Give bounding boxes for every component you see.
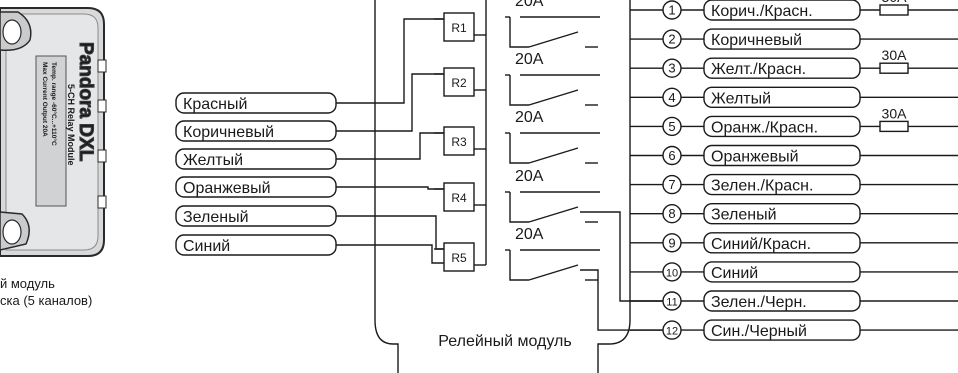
caption-line-1: й модуль	[0, 276, 55, 291]
contact-rating: 20A	[515, 168, 544, 185]
output-pin-number: 6	[668, 148, 675, 163]
relay-r5	[443, 242, 475, 272]
switch-blade	[528, 147, 579, 164]
output-pin-number: 10	[666, 267, 678, 279]
relay-r2	[443, 67, 475, 97]
output-label: Зелен./Черн.	[711, 294, 807, 311]
output-pin-number: 12	[666, 326, 678, 338]
contact-rating: 20A	[515, 226, 544, 243]
device-brand: Pandora DXL	[75, 42, 96, 162]
fuse-rating: 30A	[882, 47, 908, 63]
contact-rating: 20A	[515, 0, 544, 10]
device-spec-line1: Temp. range -60°C...+110°C	[50, 62, 58, 146]
contact-rating: 20A	[515, 109, 544, 126]
fuse	[879, 4, 909, 16]
output-label: Оранжевый	[711, 149, 799, 166]
input-route	[336, 132, 444, 160]
caption-line-2: ска (5 каналов)	[0, 293, 92, 308]
output-label: Желтый	[711, 90, 771, 107]
input-route	[336, 186, 444, 190]
output-label: Оранж./Красн.	[711, 119, 818, 136]
input-route	[336, 244, 444, 264]
output-label: Син./Черный	[711, 323, 807, 340]
input-label: Синий	[183, 238, 230, 255]
input-label: Зеленый	[183, 209, 249, 226]
output-label: Коричневый	[711, 32, 802, 49]
contact-frame	[509, 133, 529, 164]
relay-label: R4	[451, 191, 467, 205]
device-model: 5-CH Relay Module	[66, 84, 76, 166]
relay-label: R1	[451, 21, 467, 35]
output-pin-number: 8	[668, 206, 675, 221]
route-pin-12	[580, 269, 663, 331]
output-label: Синий/Красн.	[711, 236, 811, 253]
switch-blade	[528, 89, 579, 106]
relay-r4	[443, 182, 475, 212]
output-label: Зеленый	[711, 207, 777, 224]
output-wires: 1 Корич./Красн. 30A 2 Коричневый 3 Желт./Красн…	[580, 0, 958, 341]
relay-r3	[443, 126, 475, 156]
output-pin-number: 11	[666, 297, 677, 309]
relay-label: R5	[451, 251, 467, 265]
contact-frame	[509, 192, 529, 223]
output-label: Корич./Красн.	[711, 3, 813, 20]
relay-module-device: Pandora DXL 5-CH Relay Module Temp. rang…	[0, 7, 107, 257]
module-outline	[374, 0, 631, 373]
fuse	[879, 62, 909, 74]
input-wires: КрасныйКоричневыйЖелтыйОранжевыйЗеленыйС…	[175, 18, 444, 264]
contact-frame	[509, 250, 529, 281]
output-pin-number: 5	[668, 119, 675, 134]
contact-rating: 20A	[515, 51, 544, 68]
relay-label: R3	[451, 135, 467, 149]
output-pin-number: 4	[668, 90, 675, 105]
fuse	[879, 120, 909, 133]
route-pin-11	[580, 211, 663, 302]
input-label: Коричневый	[183, 124, 274, 141]
fuse-rating: 30A	[882, 0, 908, 5]
output-label: Зелен./Красн.	[711, 178, 813, 195]
switch-blade	[528, 264, 579, 281]
switch-blade	[528, 206, 579, 223]
contact-frame	[509, 17, 529, 48]
output-pin-number: 3	[668, 61, 675, 76]
input-route	[336, 18, 444, 104]
fuse-rating: 30A	[882, 105, 908, 121]
relay-r1	[443, 12, 475, 42]
input-label: Красный	[183, 96, 247, 113]
output-pin-number: 7	[668, 177, 675, 192]
relay-label: R2	[451, 76, 467, 90]
input-label: Желтый	[183, 152, 243, 169]
output-pin-number: 2	[668, 32, 675, 47]
output-pin-number: 1	[668, 3, 675, 18]
input-label: Оранжевый	[183, 180, 271, 197]
contact-frame	[509, 75, 529, 106]
switch-blade	[528, 31, 579, 48]
relay-contacts: 20A 20A 20A 20A 20A	[505, 0, 600, 281]
device-spec-line2: Max Current Output 20A	[41, 62, 48, 137]
input-route	[336, 215, 444, 250]
output-pin-number: 9	[668, 235, 675, 250]
input-route	[336, 73, 444, 132]
output-label: Желт./Красн.	[711, 61, 806, 78]
module-label: Релейный модуль	[438, 333, 571, 350]
output-label: Синий	[711, 265, 758, 282]
